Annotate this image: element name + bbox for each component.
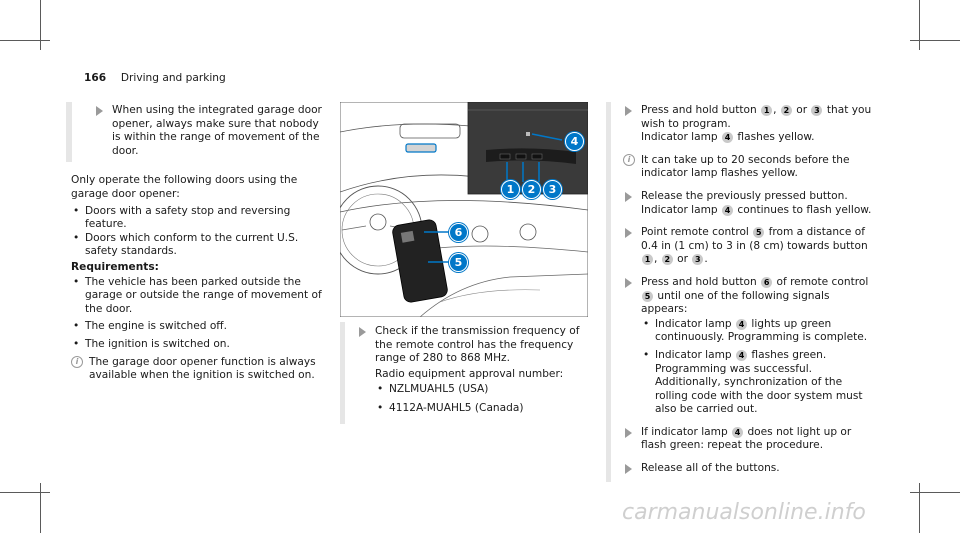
step-point: Point remote control 5 from a distance o… xyxy=(611,226,878,267)
crop-mark xyxy=(919,0,920,50)
badge-4: 4 xyxy=(722,132,734,144)
step-arrow-icon xyxy=(96,106,103,116)
step-arrow-icon xyxy=(625,277,632,288)
badge-5: 5 xyxy=(753,227,765,239)
list-item: Doors which conform to the current U.S. … xyxy=(71,232,327,259)
list-item: NZLMUAHL5 (USA) xyxy=(375,383,590,397)
crop-mark xyxy=(0,40,50,41)
crop-mark xyxy=(910,40,960,41)
page-number: 166 xyxy=(84,72,107,84)
badge-4: 4 xyxy=(736,349,748,361)
list-item: The ignition is switched on. xyxy=(71,338,327,352)
column-middle: Check if the transmission frequency of t… xyxy=(340,322,590,424)
list-item: 4112A-MUAHL5 (Canada) xyxy=(375,402,590,416)
crop-mark xyxy=(919,483,920,533)
procedure-box: Press and hold button 1, 2 or 3 that you… xyxy=(606,102,878,482)
badge-2: 2 xyxy=(661,254,673,266)
step-release-all: Release all of the buttons. xyxy=(611,462,878,476)
badge-4: 4 xyxy=(732,426,744,438)
check-step-box: Check if the transmission frequency of t… xyxy=(340,322,590,424)
step-arrow-icon xyxy=(625,464,632,475)
step-arrow-icon xyxy=(625,427,632,438)
callout-4: 4 xyxy=(565,132,584,151)
check-step-text: Check if the transmission frequency of t… xyxy=(375,325,580,365)
badge-3: 3 xyxy=(692,254,704,266)
callout-3: 3 xyxy=(543,180,562,199)
signal-list: Indicator lamp 4 lights up green continu… xyxy=(641,318,878,417)
badge-1: 1 xyxy=(642,254,653,266)
list-item: The vehicle has been parked outside the … xyxy=(71,276,327,317)
callout-2: 2 xyxy=(522,180,541,199)
info-note: i The garage door opener function is alw… xyxy=(71,355,327,383)
step-arrow-icon xyxy=(625,191,632,202)
watermark-text: carmanualsonline.info xyxy=(622,500,866,525)
note-box: When using the integrated garage door op… xyxy=(66,102,322,163)
crop-mark xyxy=(910,492,960,493)
requirements-heading: Requirements: xyxy=(71,260,159,273)
badge-3: 3 xyxy=(811,105,823,116)
radio-list: NZLMUAHL5 (USA) 4112A-MUAHL5 (Canada) xyxy=(345,383,590,415)
step-arrow-icon xyxy=(625,106,632,116)
garage-door-opener-illustration: 1 2 3 4 5 6 xyxy=(333,101,589,318)
info-icon: i xyxy=(623,153,635,166)
info-icon: i xyxy=(71,355,83,368)
list-item: Indicator lamp 4 flashes green. Programm… xyxy=(641,349,878,417)
badge-4: 4 xyxy=(736,318,748,330)
badge-5: 5 xyxy=(642,290,653,302)
column-left: When using the integrated garage door op… xyxy=(66,102,322,392)
info-text: It can take up to 20 seconds before the … xyxy=(641,153,850,180)
badge-1: 1 xyxy=(761,105,773,116)
list-item: The engine is switched off. xyxy=(71,320,327,334)
badge-2: 2 xyxy=(780,105,792,116)
page-header: 166 Driving and parking xyxy=(84,72,226,86)
section-title: Driving and parking xyxy=(120,72,226,84)
callout-5: 5 xyxy=(449,253,468,272)
list-item: Doors with a safety stop and reversing f… xyxy=(71,205,327,232)
intro-text: Only operate the following doors using t… xyxy=(71,174,298,200)
column-right: Press and hold button 1, 2 or 3 that you… xyxy=(606,102,878,482)
step-arrow-icon xyxy=(359,327,366,337)
crop-mark xyxy=(40,483,41,533)
crop-mark xyxy=(0,492,50,493)
step-repeat: If indicator lamp 4 does not light up or… xyxy=(611,426,878,453)
callout-1: 1 xyxy=(501,180,520,199)
info-text: The garage door opener function is alway… xyxy=(89,355,316,382)
crop-mark xyxy=(40,0,41,50)
step-press-hold: Press and hold button 1, 2 or 3 that you… xyxy=(611,104,878,145)
list-item: Indicator lamp 4 lights up green continu… xyxy=(641,318,878,345)
step-press-remote: Press and hold button 6 of remote contro… xyxy=(611,276,878,417)
badge-6: 6 xyxy=(761,276,773,288)
step-arrow-icon xyxy=(625,228,632,239)
radio-label: Radio equipment approval number: xyxy=(375,367,564,380)
info-note: i It can take up to 20 seconds before th… xyxy=(611,153,878,181)
callout-6: 6 xyxy=(449,223,468,242)
step-release: Release the previously pressed button. I… xyxy=(611,190,878,217)
requirements-list: The vehicle has been parked outside the … xyxy=(71,276,327,352)
note-text: When using the integrated garage door op… xyxy=(112,104,322,157)
door-list: Doors with a safety stop and reversing f… xyxy=(71,205,327,259)
interior-drawing xyxy=(333,101,589,318)
badge-4: 4 xyxy=(722,204,734,216)
